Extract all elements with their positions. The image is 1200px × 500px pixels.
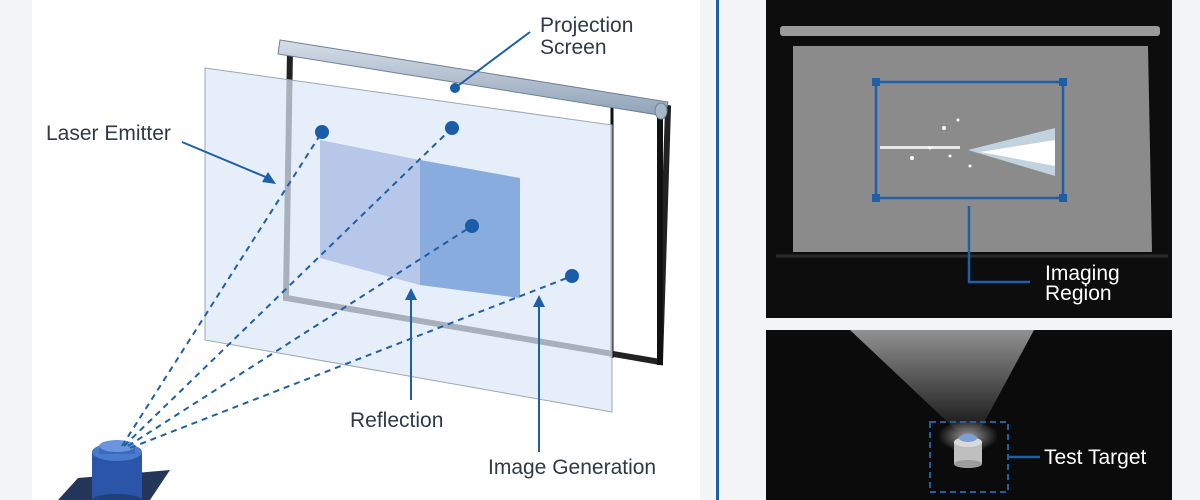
projection-screen-label-line1: Projection: [540, 14, 633, 37]
image-generation-arrowhead: [533, 295, 545, 307]
projection-screen-leader: [454, 31, 531, 89]
projection-dot: [315, 125, 329, 139]
test-target-label: Test Target: [1044, 446, 1146, 469]
imaging-region-photo: Imaging Region: [766, 0, 1172, 318]
imaging-region-box: [874, 80, 1065, 200]
projection-dot: [465, 219, 479, 233]
reflection-region: [320, 140, 420, 285]
laser-emitter-arrowhead: [262, 172, 276, 184]
panel-divider: [716, 0, 719, 500]
image-generation-label: Image Generation: [488, 456, 656, 479]
projection-screen-label-line2: Screen: [540, 36, 607, 59]
reflection-label: Reflection: [350, 409, 443, 432]
imaging-region-label-line1: Imaging: [1045, 262, 1120, 285]
reflection-arrowhead: [405, 288, 417, 300]
laser-streak: [880, 118, 1055, 176]
laser-emitter-label: Laser Emitter: [46, 122, 171, 145]
test-target-photo: Test Target: [766, 330, 1172, 500]
imaging-region-label-line2: Region: [1045, 282, 1112, 305]
laser-emitter-leader: [181, 141, 269, 179]
imaging-region-leader: [967, 206, 1030, 284]
left-background-strip: [0, 0, 32, 500]
imaging-region-label: Imaging Region: [1045, 262, 1126, 305]
projection-dot: [565, 269, 579, 283]
projection-dot: [445, 121, 459, 135]
laser-emitter-device: [58, 440, 170, 500]
test-target-object: [954, 434, 982, 468]
photo-screen-roller: [780, 26, 1160, 36]
projection-screen-label: Projection Screen: [540, 14, 639, 59]
projector-light-cone: [850, 330, 1034, 430]
laser-beams: [121, 127, 573, 449]
screen-roller: [277, 39, 669, 120]
